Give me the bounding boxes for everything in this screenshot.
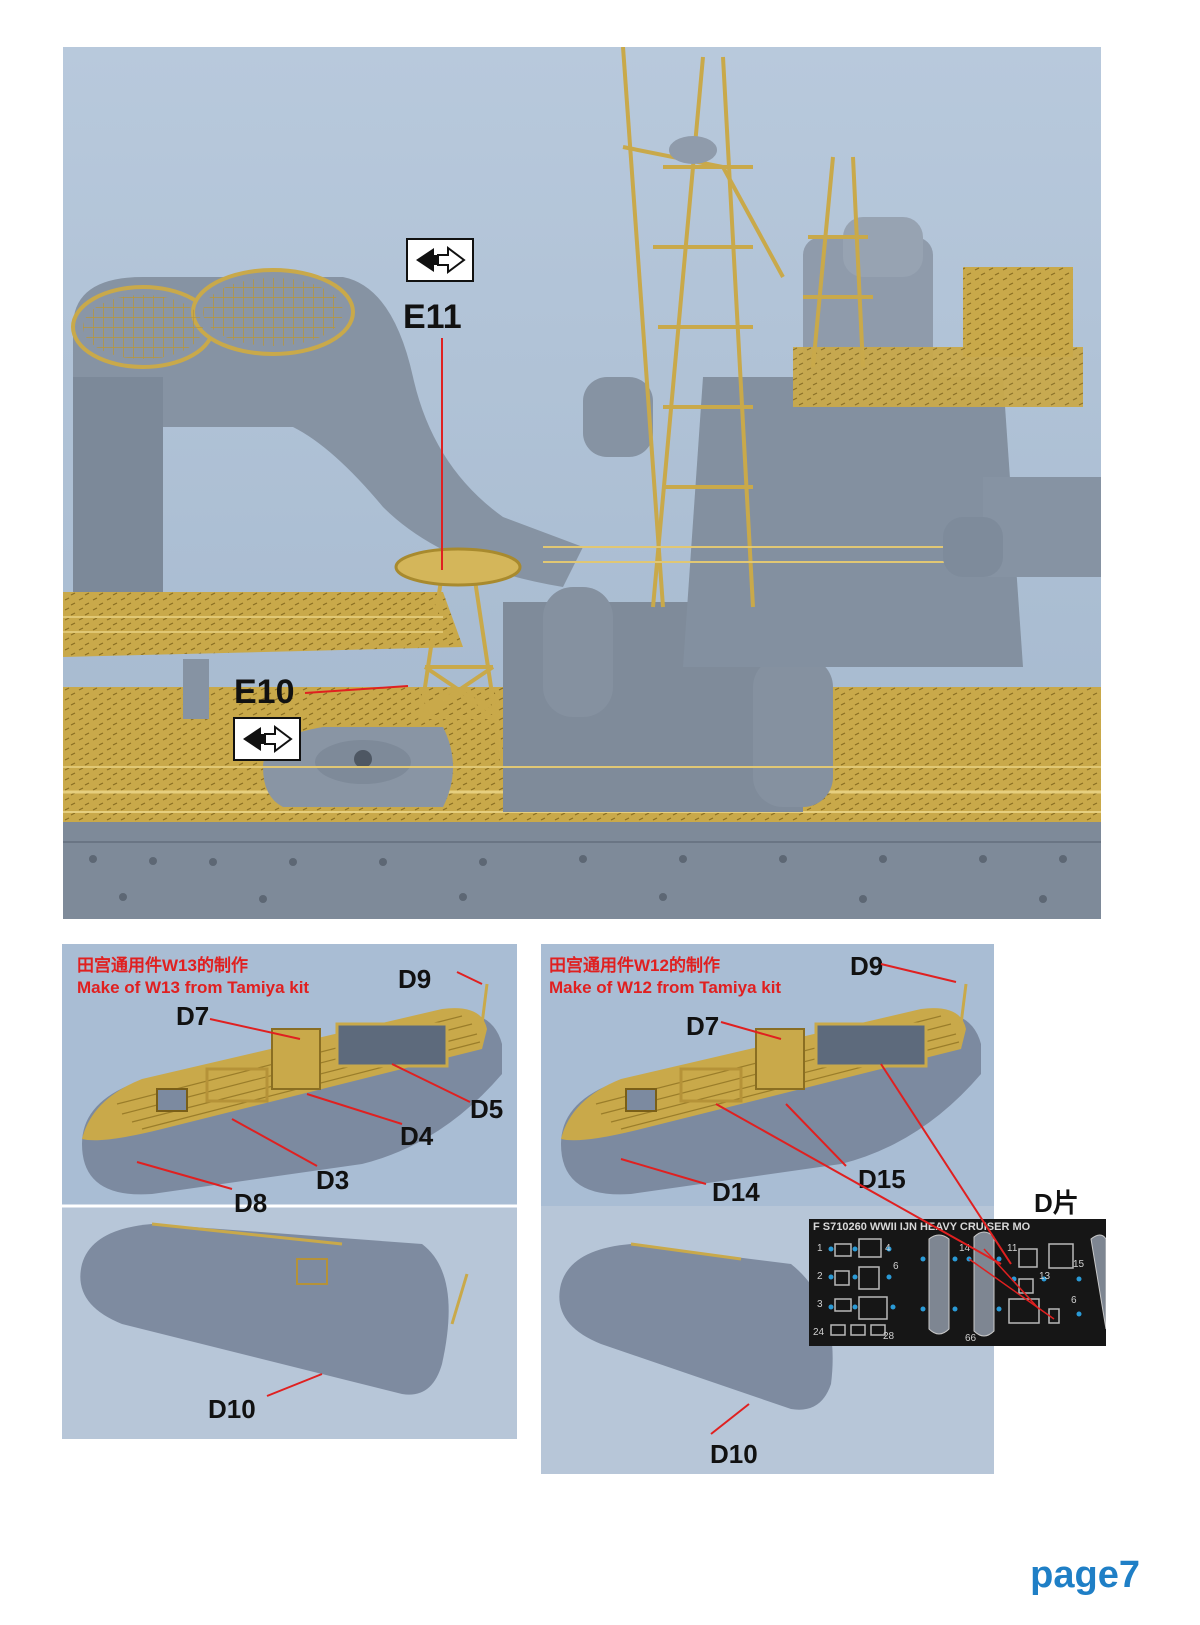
w13-callout-d3: D3 (316, 1165, 350, 1195)
fret-num-3: 3 (817, 1299, 823, 1310)
fret-num-28: 28 (883, 1331, 895, 1342)
fret-num-66: 66 (965, 1333, 977, 1344)
arrow-box-e10 (233, 717, 301, 761)
fret-header-text: F S710260 WWII IJN HEAVY CRUISER MO (813, 1221, 1031, 1233)
callout-e11: E11 (403, 298, 462, 336)
w13-callout-d9: D9 (398, 964, 432, 994)
cruiser-photo-illustration (63, 47, 1101, 919)
double-arrow-icon (243, 725, 293, 753)
w13-callout-d7: D7 (176, 1001, 210, 1031)
w12-callout-d10: D10 (710, 1439, 758, 1469)
fret-num-6b: 6 (1071, 1295, 1077, 1306)
w12-callout-d9: D9 (850, 951, 884, 981)
w13-leader-lines (136, 971, 483, 1397)
w13-callout-d4: D4 (400, 1121, 434, 1151)
fret-label: D片 (1034, 1188, 1079, 1218)
w13-caption-en: Make of W13 from Tamiya kit (77, 978, 310, 997)
w13-callout-d10: D10 (208, 1394, 256, 1424)
w13-callout-d5: D5 (470, 1094, 504, 1124)
fret-num-6a: 6 (893, 1261, 899, 1272)
w13-caption-cn: 田宫通用件W13的制作 (77, 956, 248, 975)
fret-num-13: 13 (1039, 1271, 1051, 1282)
w12-callout-d14: D14 (712, 1177, 760, 1207)
panel-w13-photo (62, 944, 517, 1439)
fret-num-24: 24 (813, 1327, 825, 1338)
fret-num-4: 4 (885, 1243, 891, 1254)
page-number: page7 (1030, 1554, 1140, 1596)
leader-line-e11 (441, 338, 443, 570)
w13-boat-illustration (62, 944, 517, 1439)
w12-callout-d7: D7 (686, 1011, 720, 1041)
fret-num-2: 2 (817, 1271, 823, 1282)
top-photo-cruiser-superstructure (63, 47, 1101, 919)
fret-num-11: 11 (1007, 1243, 1018, 1254)
fret-num-14: 14 (959, 1243, 971, 1254)
panel-w12-photo (541, 944, 994, 1474)
w12-leader-lines (620, 963, 1012, 1435)
fret-num-1: 1 (817, 1243, 823, 1254)
arrow-box-e11 (406, 238, 474, 282)
w12-caption-cn: 田宫通用件W12的制作 (549, 956, 720, 975)
w12-caption-en: Make of W12 from Tamiya kit (549, 978, 782, 997)
w13-callout-d8: D8 (234, 1188, 268, 1218)
fret-num-15: 15 (1073, 1259, 1085, 1270)
callout-e10: E10 (234, 673, 295, 711)
double-arrow-icon (416, 246, 466, 274)
w12-boat-illustration (541, 944, 994, 1474)
leader-line-e10 (304, 685, 409, 694)
